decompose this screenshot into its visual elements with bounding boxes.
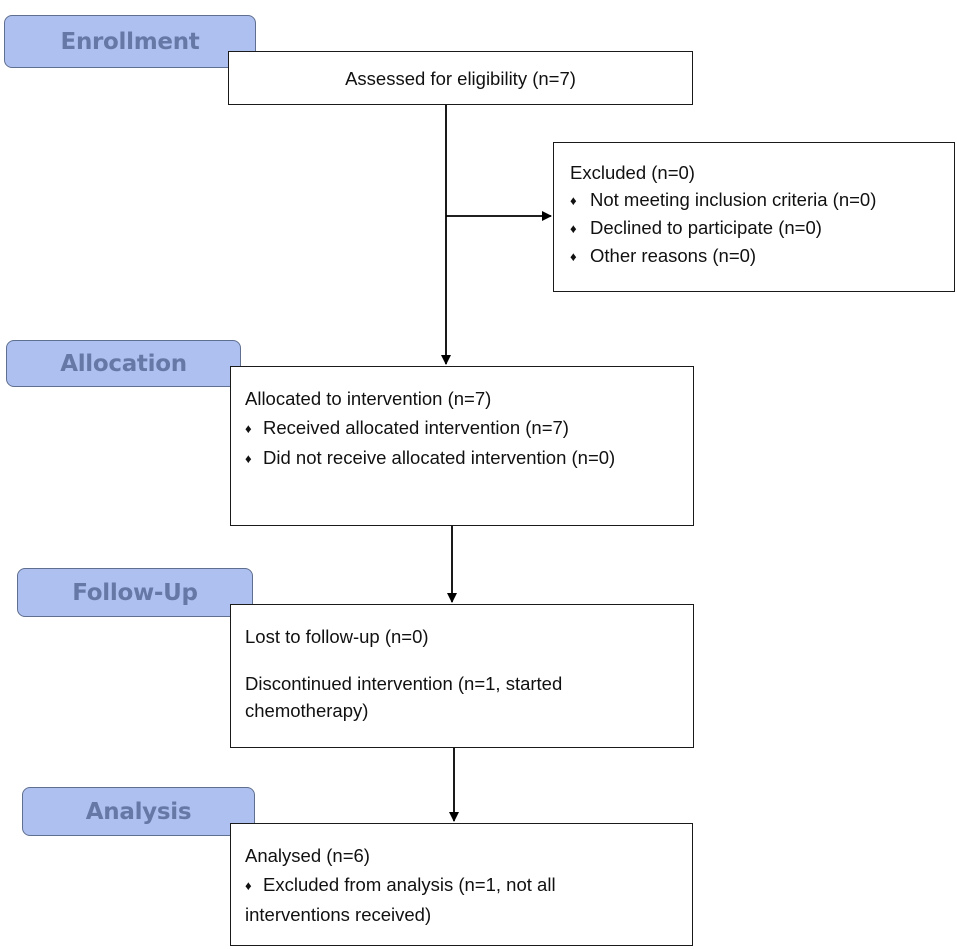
bullet-icon: ♦ [570,249,577,264]
stage-follow-up: Follow-Up [17,568,253,617]
discontinued-line-1: Discontinued intervention (n=1, started [245,673,563,694]
allocated-box: Allocated to intervention (n=7) ♦ Receive… [230,366,694,526]
allocated-item: Did not receive allocated intervention (… [263,447,616,468]
discontinued-line-2: chemotherapy) [245,700,369,721]
list-item: ♦ Declined to participate (n=0) [570,214,954,242]
analysis-excluded-line-1: Excluded from analysis (n=1, not all [263,874,556,895]
bullet-icon: ♦ [245,421,252,436]
stage-analysis: Analysis [22,787,255,836]
excluded-item: Not meeting inclusion criteria (n=0) [590,189,877,210]
stage-allocation: Allocation [6,340,241,387]
assessed-text: Assessed for eligibility (n=7) [345,67,576,89]
excluded-title: Excluded (n=0) [570,162,695,183]
list-item: ♦ Not meeting inclusion criteria (n=0) [570,186,954,214]
lost-to-follow-up: Lost to follow-up (n=0) [245,626,429,647]
excluded-item: Other reasons (n=0) [590,245,757,266]
list-item: ♦ Other reasons (n=0) [570,242,954,270]
analysed-title: Analysed (n=6) [245,845,370,866]
excluded-item: Declined to participate (n=0) [590,217,822,238]
follow-up-box: Lost to follow-up (n=0) Discontinued int… [230,604,694,748]
assessed-box: Assessed for eligibility (n=7) [228,51,693,105]
allocated-item: Received allocated intervention (n=7) [263,417,569,438]
bullet-icon: ♦ [570,193,577,208]
bullet-icon: ♦ [245,878,252,893]
allocated-title: Allocated to intervention (n=7) [245,388,492,409]
list-item: ♦ Did not receive allocated intervention … [245,443,693,473]
analysis-box: Analysed (n=6) ♦ Excluded from analysis (… [230,823,693,946]
bullet-icon: ♦ [245,451,252,466]
stage-enrollment: Enrollment [4,15,256,68]
list-item: ♦ Received allocated intervention (n=7) [245,413,693,443]
list-item: ♦ Excluded from analysis (n=1, not all [245,870,692,900]
analysis-excluded-line-2: interventions received) [245,904,432,925]
excluded-box: Excluded (n=0) ♦ Not meeting inclusion cr… [553,142,955,292]
bullet-icon: ♦ [570,221,577,236]
